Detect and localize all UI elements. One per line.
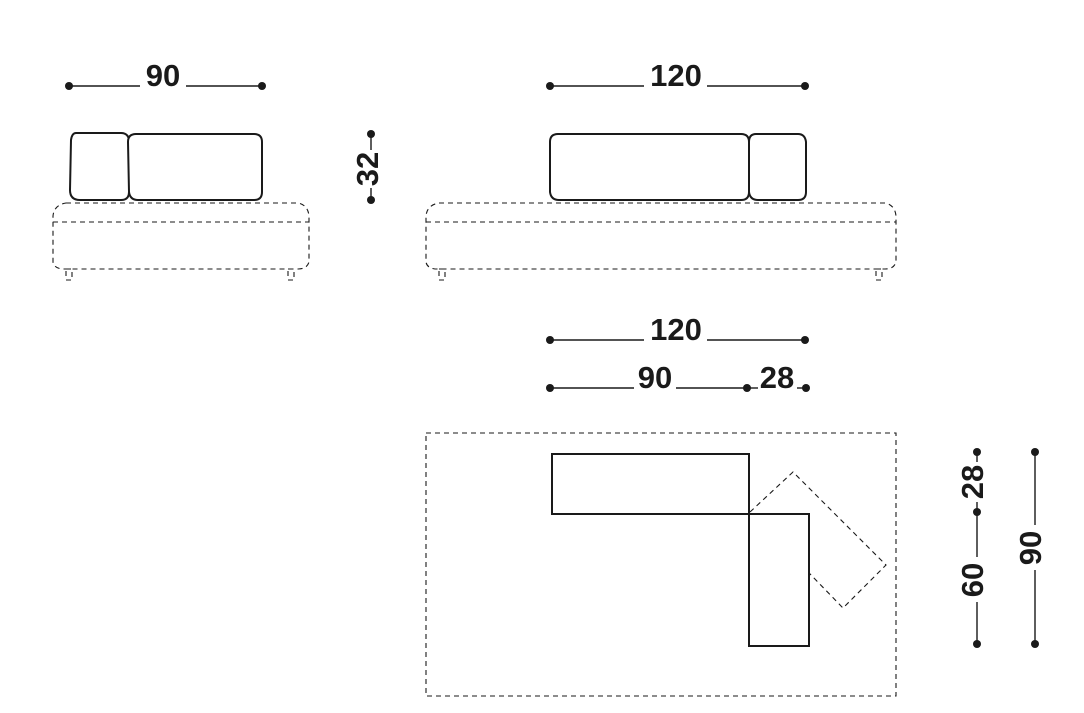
rotated-cushion-outline — [749, 471, 887, 609]
backrest-cushion-large — [549, 133, 750, 201]
dimension-plan-total-width: 120 — [546, 312, 809, 347]
dimension-cushion-height: 32 — [350, 130, 385, 204]
dimension-plan-depth-parts: 28 60 — [955, 448, 990, 648]
foot-icon — [65, 268, 73, 281]
front-view-small: 90 — [52, 58, 310, 281]
dim-label-plan-arm-depth: 28 — [955, 465, 990, 499]
dim-label-front-small-width: 90 — [146, 58, 180, 93]
dimension-front-large-width: 120 — [546, 58, 809, 93]
dim-label-plan-seat-depth: 60 — [955, 563, 990, 597]
armrest-cushion-left — [68, 132, 130, 201]
dim-label-cushion-height: 32 — [350, 152, 385, 186]
foot-icon — [438, 268, 446, 281]
l-shaped-backrest — [551, 453, 810, 647]
dimension-plan-total-depth: 90 — [1013, 448, 1048, 648]
dimension-front-small-width: 90 — [65, 58, 266, 93]
dim-label-plan-total-width: 120 — [650, 312, 702, 347]
foot-icon — [287, 268, 295, 281]
dimension-plan-seat-arm: 90 28 — [546, 360, 810, 395]
seat-base-large — [425, 202, 897, 270]
seat-base-small — [52, 202, 310, 270]
plan-view — [425, 432, 897, 697]
plan-footprint — [425, 432, 897, 697]
dim-label-plan-seat-width: 90 — [638, 360, 672, 395]
dim-label-plan-total-depth: 90 — [1013, 531, 1048, 565]
foot-icon — [875, 268, 883, 281]
dim-label-front-large-width: 120 — [650, 58, 702, 93]
front-view-large: 120 — [425, 58, 897, 281]
dim-label-plan-arm-width: 28 — [760, 360, 794, 395]
armrest-cushion-right — [748, 133, 807, 201]
backrest-cushion-small — [126, 133, 263, 201]
